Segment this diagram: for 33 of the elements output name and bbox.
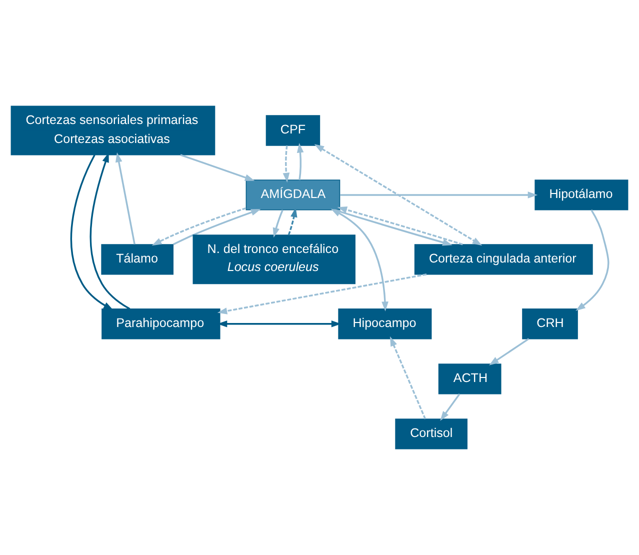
node-box: Hipocampo — [338, 308, 432, 340]
arrow — [390, 336, 426, 420]
arrow — [489, 338, 530, 366]
arrow — [340, 192, 538, 198]
arrow — [152, 207, 246, 246]
node-box: ACTH — [438, 364, 502, 394]
arrow — [180, 154, 255, 181]
node-box: Cortezas sensoriales primarias Cortezas asociativas — [10, 106, 216, 156]
arrow — [90, 152, 130, 310]
arrow — [217, 320, 342, 328]
arrow — [330, 208, 388, 312]
node-box: Cortisol — [395, 418, 468, 450]
arrow — [217, 274, 427, 314]
arrow — [337, 206, 463, 246]
arrow — [314, 144, 482, 246]
node-box: CRH — [522, 308, 578, 340]
arrow — [70, 154, 114, 310]
arrow — [296, 142, 304, 180]
arrow — [115, 152, 136, 244]
arrow — [288, 207, 298, 236]
node-box: N. del tronco encefálico Locus coeruleus — [192, 234, 356, 284]
node-box: Corteza cingulada anterior — [414, 244, 593, 275]
node-box: Parahipocampo — [102, 308, 220, 340]
arrow — [172, 209, 261, 246]
arrow — [334, 209, 452, 246]
arrow — [282, 145, 290, 183]
node-box: Hipotálamo — [534, 180, 628, 210]
node-box: Tálamo — [101, 244, 174, 275]
arrow — [272, 210, 284, 238]
arrow — [576, 210, 610, 311]
arrow — [440, 394, 460, 421]
node-box: AMÍGDALA — [246, 180, 340, 210]
node-box: CPF — [266, 115, 320, 146]
